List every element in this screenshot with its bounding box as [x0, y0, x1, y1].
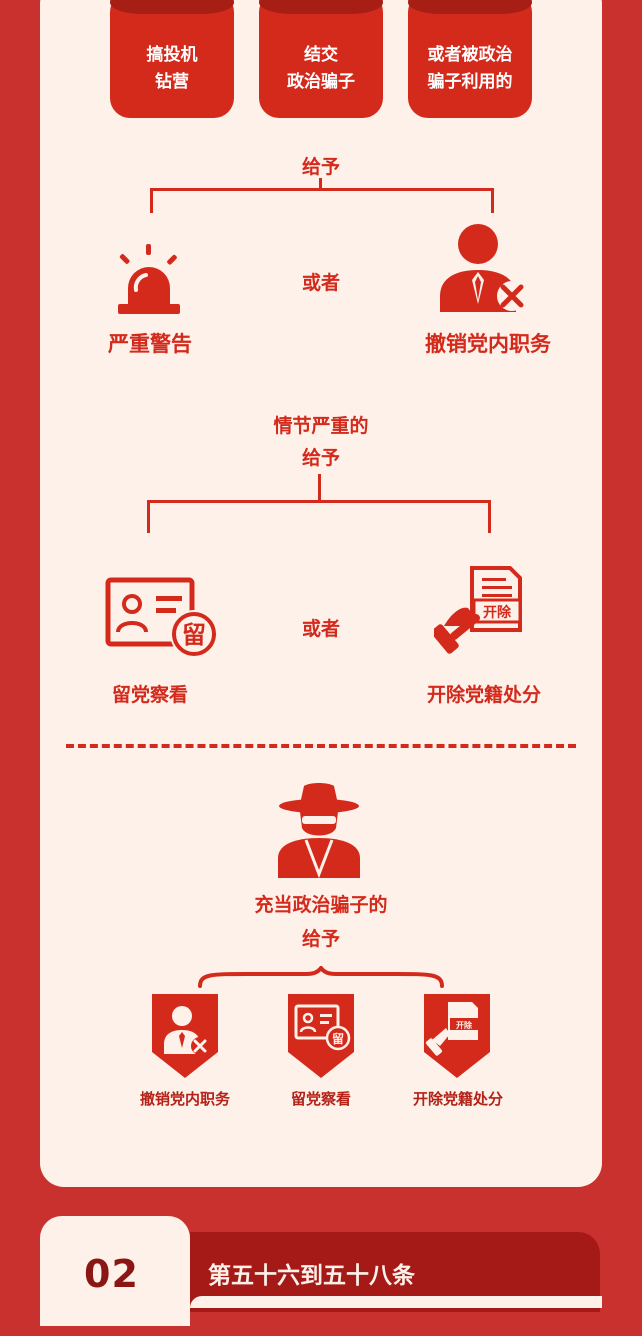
svg-text:留: 留: [332, 1031, 344, 1046]
spy-icon: [278, 783, 360, 878]
header-line: 给予: [301, 928, 340, 950]
condition-line: 结交: [304, 45, 338, 65]
expel-shield-icon: 开除: [424, 994, 490, 1078]
serious-case-header: 情节严重的 给予: [230, 410, 412, 474]
expel-document-icon: 开除: [434, 566, 522, 654]
political-fraudster-header: 充当政治骗子的 给予: [190, 888, 452, 956]
section-number: 02: [84, 1252, 139, 1296]
branch-bracket: [150, 188, 494, 213]
svg-text:开除: 开除: [456, 1020, 473, 1030]
header-line: 情节严重的: [273, 415, 369, 437]
curly-brace: [198, 966, 444, 988]
condition-tab-exploited: 或者被政治 骗子利用的: [408, 0, 532, 118]
next-section-header: 第五十六到五十八条 02: [40, 1216, 602, 1336]
severe-warning-label: 严重警告: [108, 332, 192, 356]
condition-tab-befriend: 结交 政治骗子: [259, 0, 383, 118]
or-label: 或者: [301, 618, 340, 640]
shield-label-probation: 留党察看: [290, 1090, 351, 1108]
branch-stem: [319, 178, 322, 190]
dismiss-shield-icon: [152, 994, 218, 1078]
dismiss-icon: [440, 224, 527, 312]
condition-line: 政治骗子: [287, 72, 355, 92]
svg-text:留: 留: [182, 621, 206, 649]
condition-tab-speculation: 搞投机 钻营: [110, 0, 234, 118]
or-label: 或者: [301, 272, 340, 294]
condition-line: 或者被政治: [427, 45, 513, 65]
shield-label-expel: 开除党籍处分: [412, 1090, 503, 1108]
condition-line: 钻营: [155, 72, 189, 92]
expel-label: 开除党籍处分: [426, 684, 541, 706]
shield-label-dismiss: 撤销党内职务: [139, 1090, 230, 1108]
branch-stem: [318, 474, 321, 502]
header-line: 充当政治骗子的: [254, 894, 388, 916]
section-number-tab: 02: [40, 1216, 190, 1326]
condition-line: 搞投机: [146, 45, 198, 65]
svg-text:开除: 开除: [483, 604, 512, 621]
content-start: [190, 1296, 602, 1308]
dashed-divider: [66, 744, 576, 748]
probation-card-icon: 留: [105, 577, 218, 658]
probation-shield-icon: 留: [288, 994, 354, 1078]
give-label: 给予: [301, 156, 340, 178]
probation-label: 留党察看: [111, 684, 188, 706]
alarm-icon: [118, 244, 180, 314]
branch-bracket: [147, 500, 491, 533]
header-line: 给予: [301, 447, 340, 469]
content-card: 搞投机 钻营 结交 政治骗子 或者被政治 骗子利用的 给予 或者: [40, 0, 602, 1187]
condition-line: 骗子利用的: [427, 72, 513, 92]
revoke-post-label: 撤销党内职务: [425, 332, 551, 356]
section-title: 第五十六到五十八条: [208, 1263, 415, 1289]
